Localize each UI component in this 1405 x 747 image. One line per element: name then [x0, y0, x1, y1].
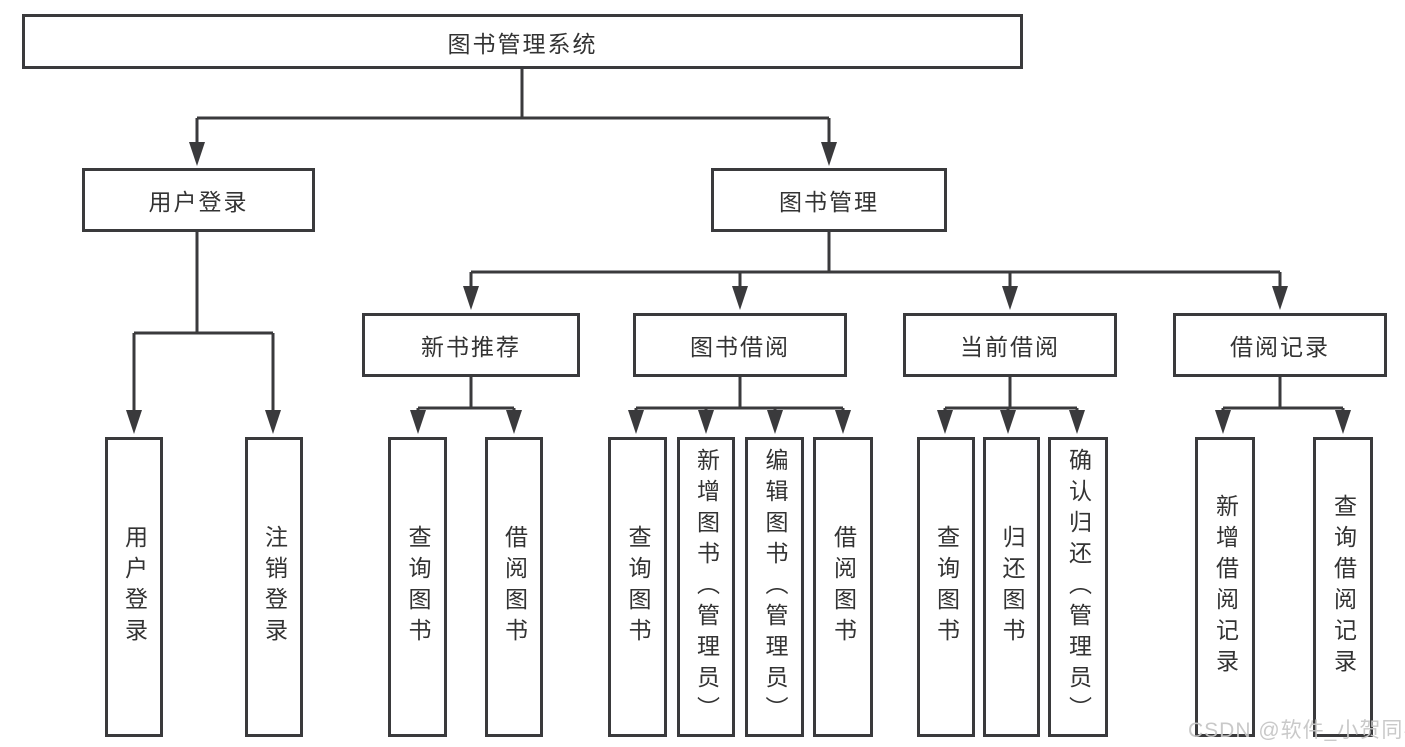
arrowhead [628, 410, 644, 434]
leaf-edit-books-admin: 编辑图书（管理员） [745, 437, 804, 737]
leaf-add-books-admin: 新增图书（管理员） [677, 437, 735, 737]
arrowhead [1272, 286, 1288, 310]
arrowhead [698, 410, 714, 434]
leaf-confirm-return-admin: 确认归还（管理员） [1048, 437, 1108, 737]
leaf-query-borrow-record: 查询借阅记录 [1313, 437, 1373, 737]
leaf-borrow-books-recommend: 借阅图书 [485, 437, 543, 737]
arrowhead [1000, 410, 1016, 434]
node-book-management: 图书管理 [711, 168, 947, 232]
node-new-book-recommend: 新书推荐 [362, 313, 580, 377]
arrowhead [265, 410, 281, 434]
node-user-login: 用户登录 [82, 168, 315, 232]
arrowhead [463, 286, 479, 310]
node-current-borrowing: 当前借阅 [903, 313, 1117, 377]
arrowhead [821, 142, 837, 166]
arrowhead [835, 410, 851, 434]
leaf-query-books-current: 查询图书 [917, 437, 975, 737]
leaf-add-borrow-record: 新增借阅记录 [1195, 437, 1255, 737]
arrowhead [1069, 410, 1085, 434]
arrowhead [732, 286, 748, 310]
leaf-return-books: 归还图书 [983, 437, 1040, 737]
arrowhead [937, 410, 953, 434]
node-borrowing-records: 借阅记录 [1173, 313, 1387, 377]
node-book-borrowing: 图书借阅 [633, 313, 847, 377]
arrowhead [1002, 286, 1018, 310]
arrowhead [767, 410, 783, 434]
leaf-query-books-borrowing: 查询图书 [608, 437, 667, 737]
arrowhead [1335, 410, 1351, 434]
arrowhead [189, 142, 205, 166]
leaf-logout: 注销登录 [245, 437, 303, 737]
arrowhead [410, 410, 426, 434]
arrowhead [506, 410, 522, 434]
arrowhead [1215, 410, 1231, 434]
leaf-query-books-recommend: 查询图书 [388, 437, 447, 737]
node-root: 图书管理系统 [22, 14, 1023, 69]
csdn-watermark: CSDN @软件_小贺同学 [1188, 719, 1405, 742]
leaf-user-login: 用户登录 [105, 437, 163, 737]
leaf-borrow-books-borrowing: 借阅图书 [813, 437, 873, 737]
arrowhead [126, 410, 142, 434]
